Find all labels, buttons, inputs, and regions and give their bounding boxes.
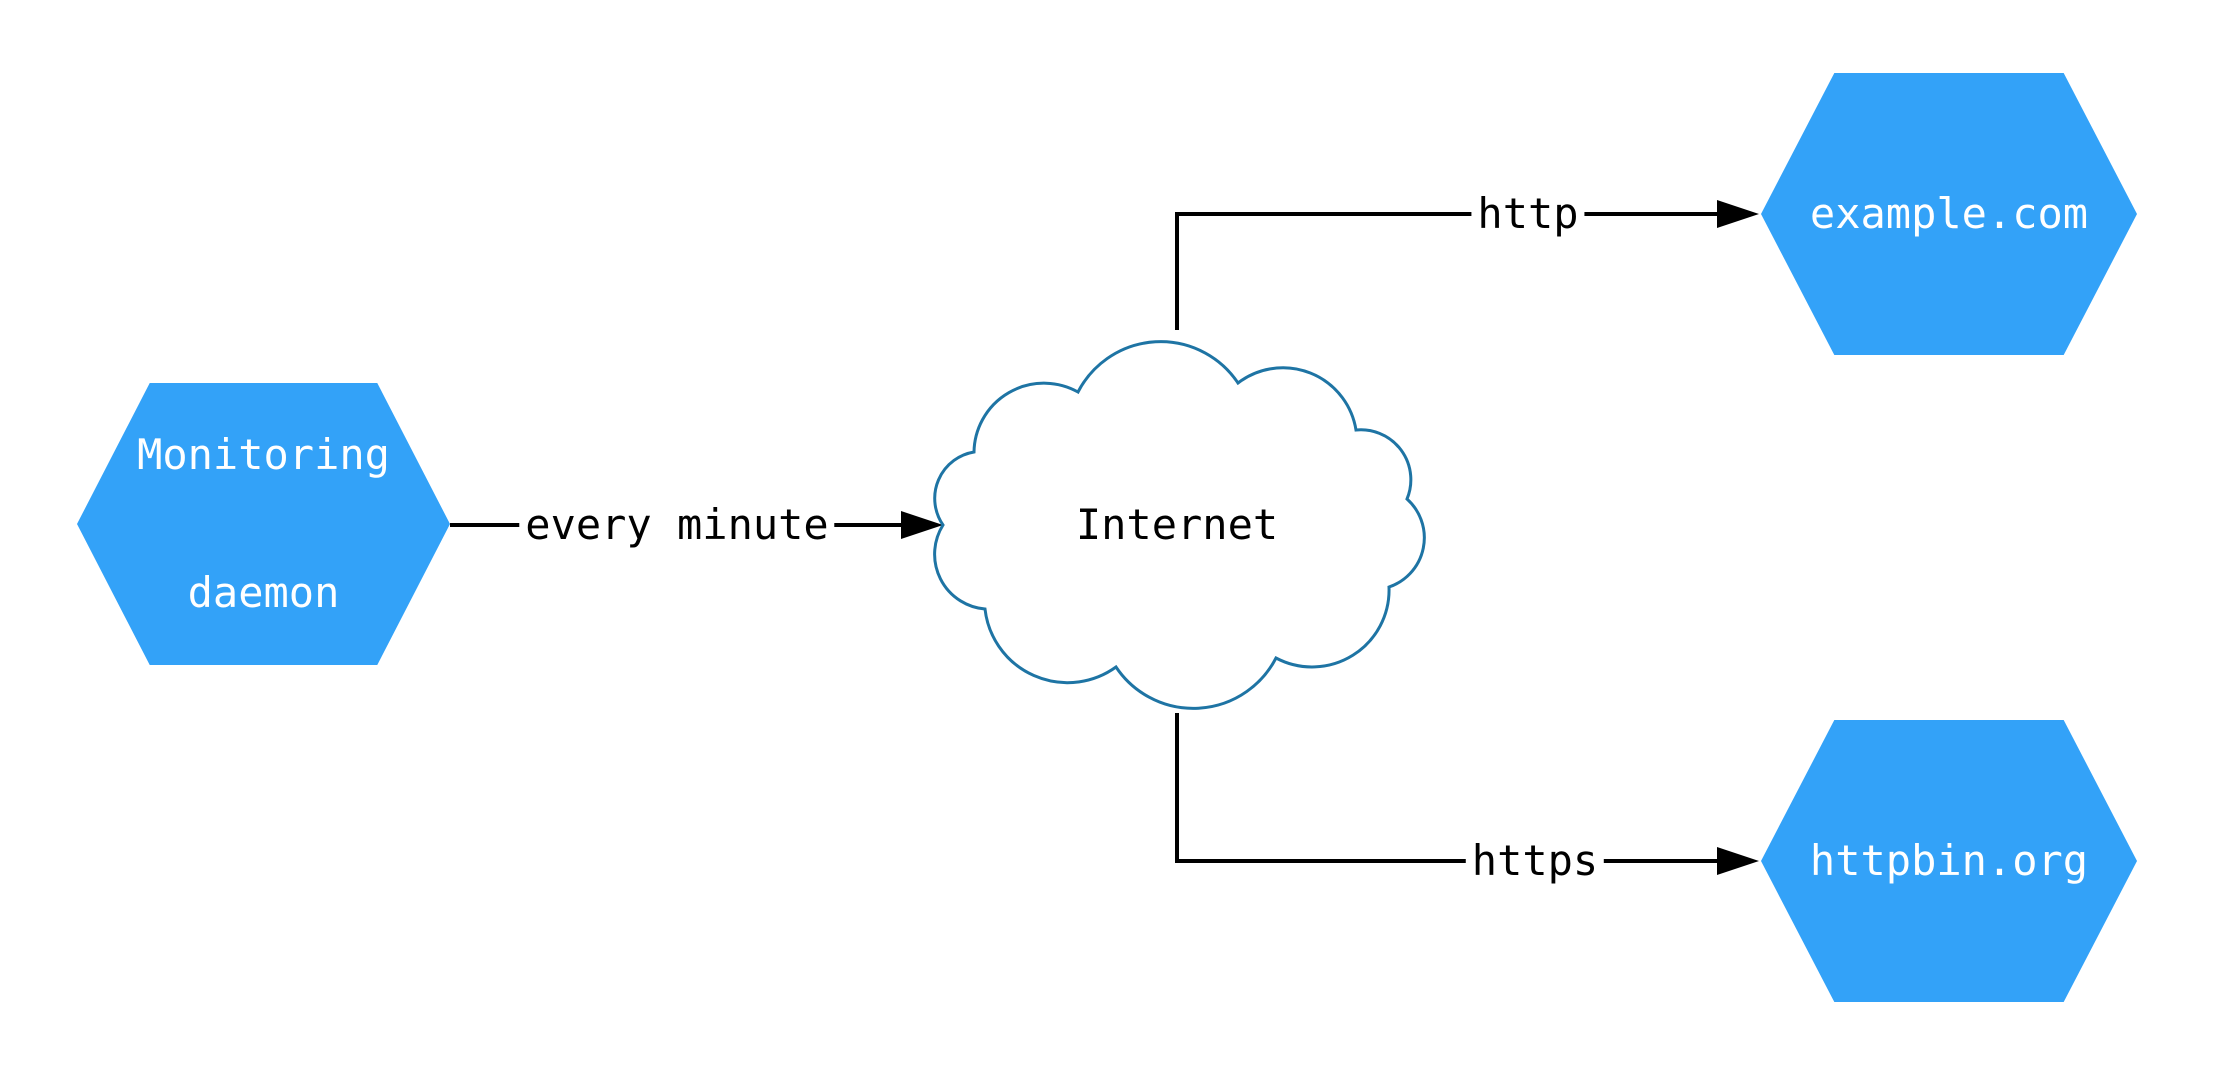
node-monitoring-daemon-label-line1: Monitoring — [137, 430, 390, 479]
node-example-com: example.com — [1761, 73, 2137, 355]
node-httpbin-org: httpbin.org — [1761, 720, 2137, 1002]
edge-http-arrowhead-icon — [1717, 200, 1759, 228]
edge-https-arrowhead-icon — [1717, 847, 1759, 875]
node-httpbin-org-label: httpbin.org — [1809, 836, 2089, 885]
edge-http — [1175, 200, 1759, 330]
edge-https-line — [1175, 713, 1719, 863]
edge-http-label: http — [1471, 190, 1585, 238]
node-monitoring-daemon-label: Monitoring daemon — [137, 383, 390, 665]
node-monitoring-daemon-label-line2: daemon — [187, 568, 340, 617]
internet-cloud-icon — [933, 340, 1426, 710]
edge-http-line — [1175, 212, 1719, 330]
edge-every-minute-label: every minute — [519, 501, 835, 549]
node-internet-label: Internet — [1075, 500, 1279, 549]
node-example-com-label: example.com — [1809, 189, 2089, 238]
edge-every-minute-arrowhead-icon — [901, 511, 943, 539]
edge-https-label: https — [1465, 837, 1605, 885]
node-monitoring-daemon: Monitoring daemon — [77, 383, 450, 665]
